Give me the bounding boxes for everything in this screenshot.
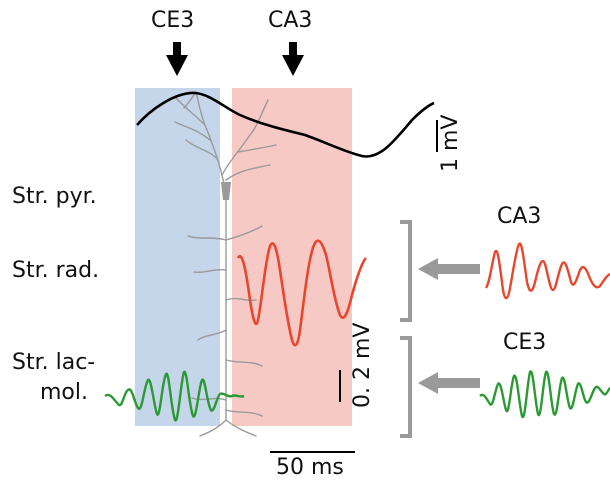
arrow-label-ce3: CE3: [151, 8, 195, 33]
layer-label-str-rad: Str. rad.: [12, 258, 100, 283]
layer-label-str-lac: Str. lac-: [12, 350, 96, 375]
arrow-left-bottom-icon: [418, 372, 480, 394]
trace-ca3-right: [484, 242, 610, 300]
arrow-label-ca3: CA3: [268, 8, 313, 33]
arrow-left-top-icon: [418, 258, 480, 280]
trace-ce3-green: [104, 370, 245, 422]
neuron-drawing: [174, 91, 277, 437]
arrow-ce3-icon: [166, 42, 188, 76]
bracket-bottom: [400, 336, 412, 438]
neuron-soma: [221, 182, 231, 200]
scalebar-label-50ms: 50 ms: [276, 455, 344, 480]
right-label-ce3: CE3: [503, 330, 547, 355]
arrow-ca3-icon: [282, 42, 304, 76]
ca3-band: [232, 88, 352, 426]
ce3-band: [135, 88, 220, 426]
lfp-trace-black: [136, 91, 435, 158]
trace-ca3-red: [236, 239, 368, 347]
trace-ce3-right: [479, 370, 610, 419]
right-label-ca3: CA3: [497, 204, 542, 229]
bracket-top: [400, 220, 412, 322]
layer-label-mol: mol.: [40, 380, 88, 405]
layer-label-str-pyr: Str. pyr.: [12, 184, 97, 209]
